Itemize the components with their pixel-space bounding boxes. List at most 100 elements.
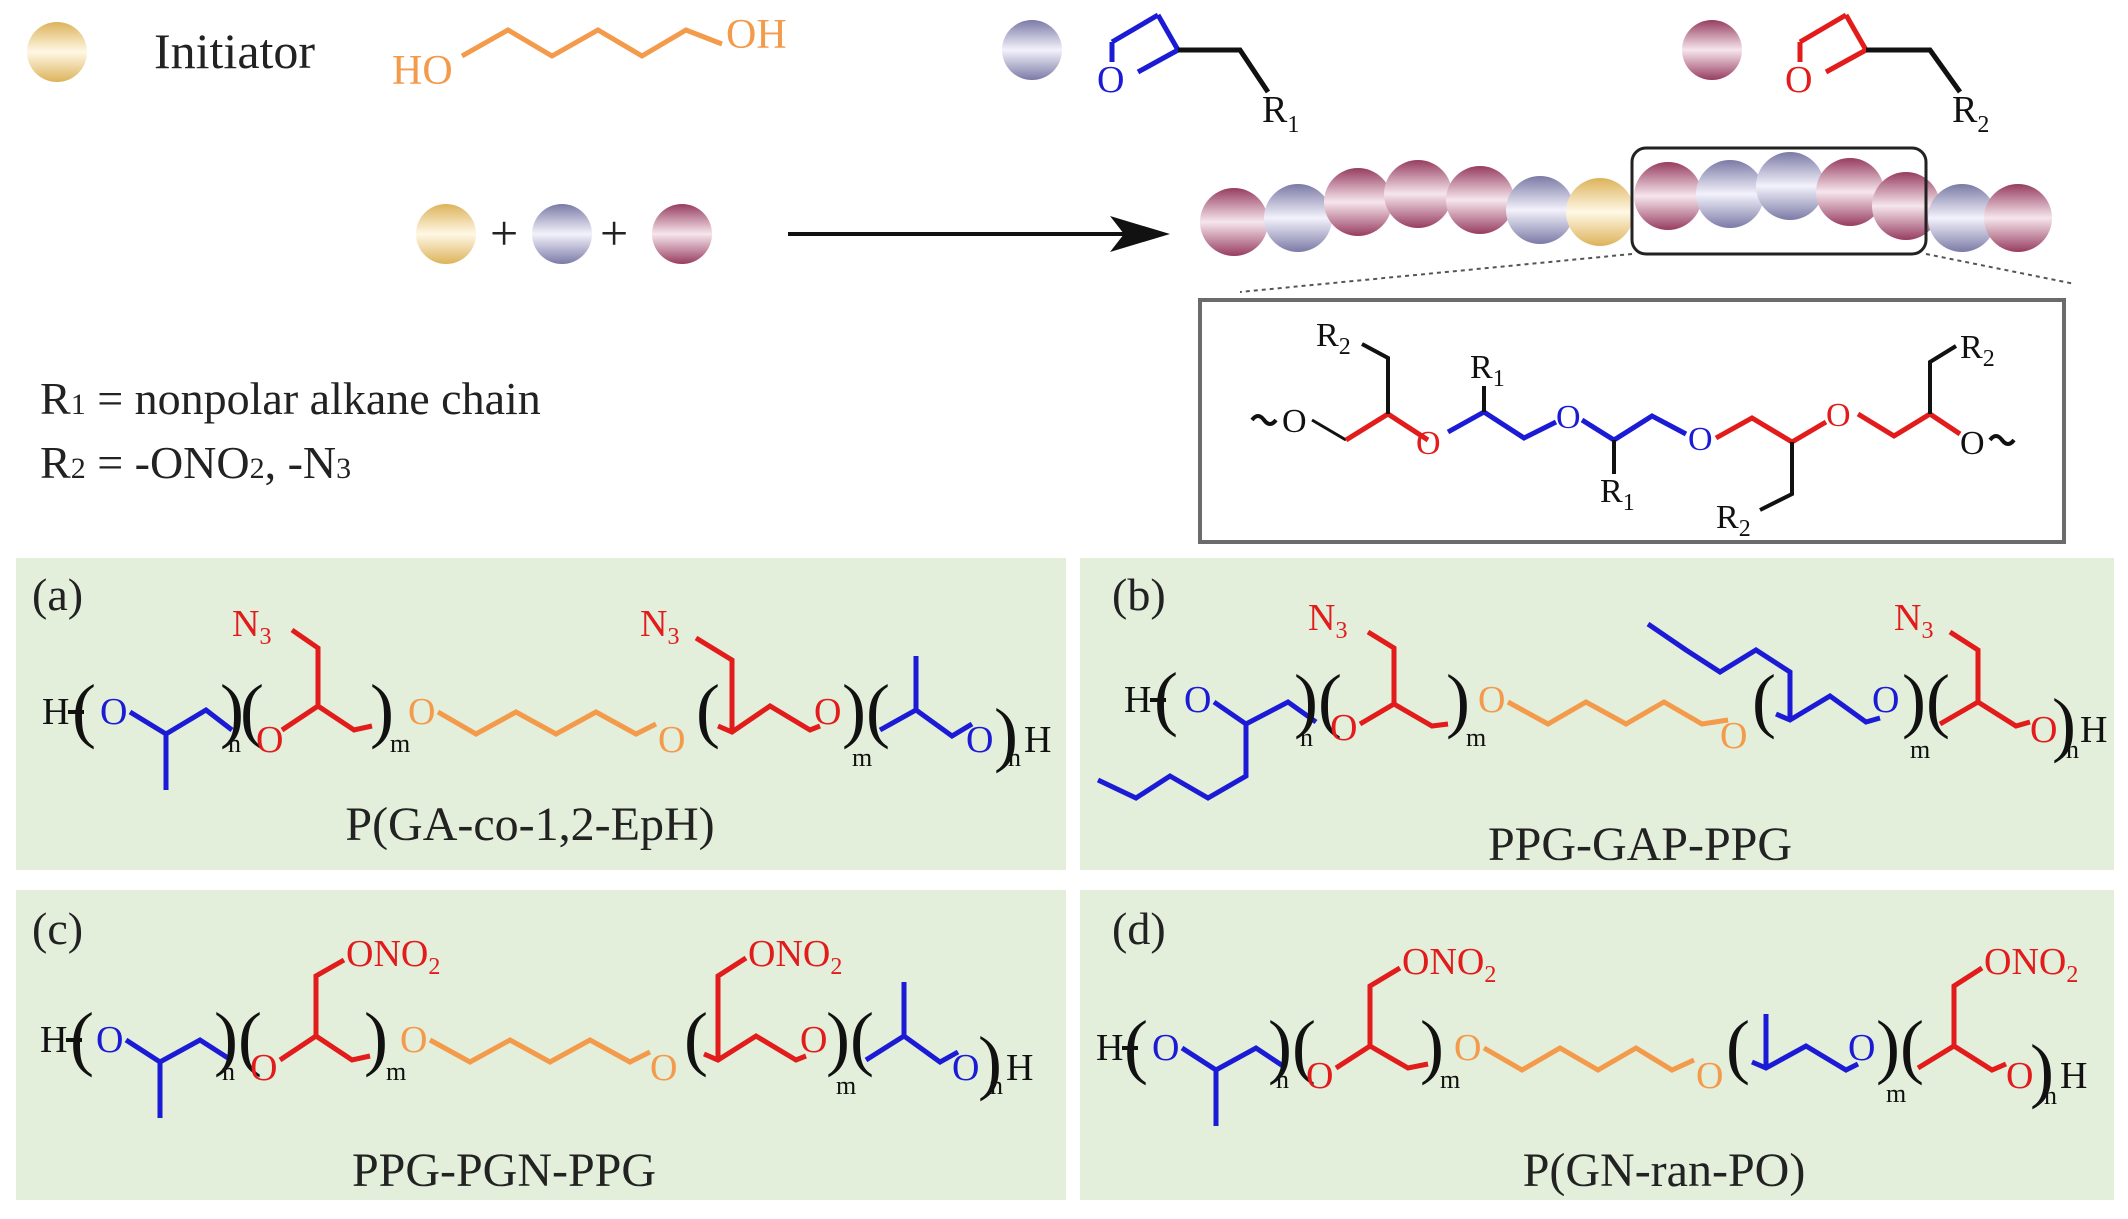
svg-text:)(: )( (214, 998, 262, 1078)
svg-text:O: O (256, 719, 283, 761)
svg-text:O: O (400, 1019, 427, 1061)
svg-text:H: H (2080, 709, 2107, 751)
svg-text:m: m (1466, 723, 1486, 752)
svg-text:O: O (650, 1047, 677, 1089)
monomer1-bead (1002, 20, 1062, 80)
svg-text:)(: )( (1268, 1006, 1316, 1086)
svg-text:n: n (228, 729, 241, 758)
svg-text:(: ( (240, 670, 264, 750)
panel-b-tag: (b) (1112, 569, 1166, 620)
svg-text:n: n (2066, 735, 2079, 764)
svg-text:H: H (42, 691, 69, 733)
panel-d (1080, 890, 2114, 1200)
panel-a-tag: (a) (32, 569, 83, 620)
r1-definition: R1 = nonpolar alkane chain (40, 373, 541, 424)
monomer1-R: R1 (1262, 89, 1299, 138)
svg-text:n: n (1300, 723, 1313, 752)
svg-text:O: O (1556, 399, 1581, 436)
svg-text:m: m (852, 743, 872, 772)
svg-text:O: O (2006, 1055, 2033, 1097)
svg-text:O: O (658, 719, 685, 761)
svg-text:O: O (966, 719, 993, 761)
svg-text:)(: )( (842, 670, 890, 750)
svg-text:R2: R2 (1316, 317, 1351, 360)
svg-text:O: O (1960, 425, 1985, 462)
svg-text:): ) (370, 670, 394, 750)
svg-text:O: O (1282, 403, 1307, 440)
plus-sign-2: + (600, 205, 628, 261)
svg-text:ONO2: ONO2 (748, 933, 842, 980)
svg-text:O: O (2030, 709, 2057, 751)
svg-text:n: n (222, 1057, 235, 1086)
initiator-bead (27, 22, 87, 82)
monomer2-structure: O R2 (1785, 12, 1989, 138)
svg-text:H: H (40, 1019, 67, 1061)
svg-text:H: H (1096, 1027, 1123, 1069)
svg-text:O: O (1478, 679, 1505, 721)
panel-b-name: PPG-GAP-PPG (1488, 818, 1792, 871)
panel-d-name: P(GN-ran-PO) (1523, 1144, 1806, 1197)
svg-text:m: m (386, 1057, 406, 1086)
monomer1-structure: O R1 (1097, 12, 1299, 138)
hydroxyl-left: HO (392, 48, 453, 94)
svg-text:O: O (1826, 397, 1851, 434)
svg-text:(: ( (696, 670, 720, 750)
svg-text:(: ( (72, 670, 96, 750)
svg-text:n: n (1276, 1065, 1289, 1094)
panel-c-tag: (c) (32, 903, 83, 954)
svg-text:): ) (1420, 1006, 1444, 1086)
zoom-structure: O R2 O R1 O R1 O R2 O R2 O (1250, 317, 2016, 542)
svg-text:(: ( (684, 998, 708, 1078)
panel-d-tag: (d) (1112, 903, 1166, 954)
svg-text:)(: )( (1294, 660, 1342, 740)
plus-sign-1: + (490, 205, 518, 261)
svg-text:R1: R1 (1470, 349, 1505, 392)
svg-text:): ) (2030, 1030, 2054, 1110)
svg-text:m: m (836, 1071, 856, 1100)
svg-text:n: n (1008, 743, 1021, 772)
svg-text:N3: N3 (1894, 597, 1933, 644)
svg-text:O: O (408, 691, 435, 733)
svg-text:O: O (1688, 421, 1713, 458)
structure-b: H ( O )( n O N3 ) m O O ( O )( m N3 O ) … (1096, 597, 2107, 801)
svg-text:N3: N3 (640, 603, 679, 650)
svg-text:O: O (1872, 679, 1899, 721)
svg-text:)(: )( (826, 998, 874, 1078)
reaction-arrow (788, 216, 1170, 252)
svg-text:O: O (1454, 1027, 1481, 1069)
svg-text:O: O (96, 1019, 123, 1061)
svg-text:n: n (2044, 1081, 2057, 1110)
svg-text:): ) (364, 998, 388, 1078)
svg-text:(: ( (70, 998, 94, 1078)
reactant-initiator-bead (416, 204, 476, 264)
svg-text:O: O (1184, 679, 1211, 721)
reactant-monomer1-bead (532, 204, 592, 264)
svg-text:ONO2: ONO2 (1984, 941, 2078, 988)
svg-text:m: m (1910, 735, 1930, 764)
panel-a-name: P(GA-co-1,2-EpH) (345, 798, 714, 851)
svg-text:(: ( (1124, 1006, 1148, 1086)
svg-text:(: ( (1752, 660, 1776, 740)
svg-text:H: H (1024, 719, 1051, 761)
svg-text:O: O (814, 691, 841, 733)
svg-text:)(: )( (1876, 1006, 1924, 1086)
svg-text:O: O (1330, 707, 1357, 749)
structure-d: H ( O )( n O ONO2 ) m O O ( O )( m ONO2 … (1096, 941, 2087, 1126)
reactant-monomer2-bead (652, 204, 712, 264)
svg-text:O: O (800, 1019, 827, 1061)
structure-c: H ( O )( n O ONO2 ) m O O ( ONO2 O )( m … (40, 933, 1033, 1118)
panel-c-name: PPG-PGN-PPG (352, 1144, 656, 1197)
svg-text:H: H (1124, 679, 1151, 721)
svg-text:N3: N3 (232, 603, 271, 650)
svg-text:): ) (994, 694, 1018, 774)
svg-text:O: O (952, 1047, 979, 1089)
svg-text:R2: R2 (1960, 329, 1995, 372)
hydroxyl-right: OH (726, 12, 787, 58)
svg-text:O: O (1696, 1055, 1723, 1097)
svg-text:N3: N3 (1308, 597, 1347, 644)
svg-text:n: n (990, 1071, 1003, 1100)
svg-text:R2: R2 (1716, 499, 1751, 542)
initiator-structure: HO OH (392, 12, 787, 94)
